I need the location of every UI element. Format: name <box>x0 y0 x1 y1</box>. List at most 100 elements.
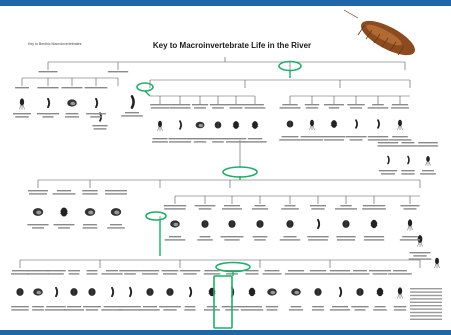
node-label-text <box>220 236 244 238</box>
shell-opening <box>88 210 94 215</box>
worm-body <box>111 286 115 298</box>
larva-highlight <box>366 24 402 46</box>
organism-silhouette-icon <box>370 219 378 229</box>
organism-silhouette-icon <box>67 99 77 107</box>
node-label-text <box>284 205 296 207</box>
node-label-text <box>168 138 192 140</box>
poster-title: Key to Macroinvertebrate Life in the Riv… <box>152 41 312 50</box>
node-label-text <box>38 71 58 73</box>
node-label-text <box>85 309 99 311</box>
node-label-text <box>61 87 83 89</box>
node-label-text <box>284 273 308 275</box>
organism-silhouette-icon <box>111 286 115 298</box>
node-label-text <box>254 239 266 241</box>
node-label-text <box>152 138 168 140</box>
legend-stripe <box>410 308 442 310</box>
node-label-text <box>388 273 412 275</box>
shell-opening <box>36 290 42 295</box>
node-label-text <box>119 270 141 272</box>
node-label-text <box>349 107 363 109</box>
highlight-box <box>213 275 233 329</box>
worm-body <box>317 218 321 230</box>
organism-silhouette-icon <box>129 286 133 298</box>
node-label-text <box>391 107 409 109</box>
worm-body <box>339 286 343 298</box>
node-label-text <box>367 136 389 138</box>
worm-body <box>355 119 358 129</box>
organism-silhouette-icon <box>339 286 343 298</box>
node-label-text <box>402 236 418 238</box>
larva-leg <box>365 29 373 40</box>
node-label-text <box>84 87 108 89</box>
organism-silhouette-icon <box>387 155 390 165</box>
node-label-text <box>417 145 439 147</box>
node-label-text <box>168 236 182 238</box>
organism-silhouette-icon <box>110 208 122 216</box>
node-label-text <box>349 139 363 141</box>
node-label-text <box>31 227 45 229</box>
worm-body <box>47 97 51 109</box>
organism-body <box>252 121 258 129</box>
organism-silhouette-icon <box>251 121 259 129</box>
node-label-text <box>279 107 301 109</box>
node-label-text <box>264 270 280 272</box>
node-label-text <box>163 273 177 275</box>
organism-silhouette-icon <box>130 95 135 109</box>
node-label-text <box>400 205 420 207</box>
node-label-text <box>184 306 196 308</box>
organism-body <box>331 120 337 128</box>
node-label-text <box>86 270 98 272</box>
organism-silhouette-icon <box>256 220 264 228</box>
node-label-text <box>377 145 399 147</box>
node-label-text <box>101 309 123 311</box>
larva-leg <box>381 37 389 48</box>
shell-opening <box>114 210 120 215</box>
node-label-text <box>225 138 247 140</box>
organism-silhouette-icon <box>356 288 364 296</box>
worm-body <box>189 286 193 298</box>
organism-silhouette-icon <box>157 120 163 132</box>
node-label-text <box>159 306 181 308</box>
node-label-text <box>140 270 160 272</box>
node-label-text <box>306 273 330 275</box>
node-label-text <box>288 309 304 311</box>
node-label-text <box>243 141 267 143</box>
node-label-text <box>224 239 240 241</box>
larva-leg <box>357 25 365 36</box>
node-label-text <box>305 107 319 109</box>
node-label-text <box>377 142 399 144</box>
node-label-text <box>282 104 298 106</box>
node-label-text <box>52 193 76 195</box>
node-label-text <box>150 107 170 109</box>
organism-body <box>310 119 314 127</box>
node-label-text <box>399 239 421 241</box>
node-label-text <box>245 273 259 275</box>
poster-subtitle: Key to Benthic Macroinvertebrates <box>28 42 82 46</box>
node-label-text <box>323 136 345 138</box>
node-label-text <box>28 190 48 192</box>
organism-silhouette-icon <box>355 119 358 129</box>
node-label-text <box>403 208 417 210</box>
node-label-text <box>418 142 438 144</box>
node-label-text <box>409 252 431 254</box>
node-label-text <box>66 306 82 308</box>
node-label-text <box>53 224 75 226</box>
node-label-text <box>36 113 60 115</box>
organism-tail <box>22 104 25 110</box>
node-label-text <box>15 87 29 89</box>
shell-opening <box>70 101 76 106</box>
organism-silhouette-icon <box>434 257 440 269</box>
node-label-text <box>83 306 101 308</box>
node-label-text <box>287 270 305 272</box>
organism-silhouette-icon <box>317 218 321 230</box>
node-label-text <box>206 306 218 308</box>
organism-silhouette-icon <box>19 98 25 110</box>
organism-tail <box>437 263 440 268</box>
node-label-text <box>362 208 386 210</box>
organism-silhouette-icon <box>376 287 384 297</box>
node-label-text <box>194 107 206 109</box>
node-label-text <box>15 116 29 118</box>
organism-body <box>417 235 423 243</box>
node-label-text <box>281 208 299 210</box>
